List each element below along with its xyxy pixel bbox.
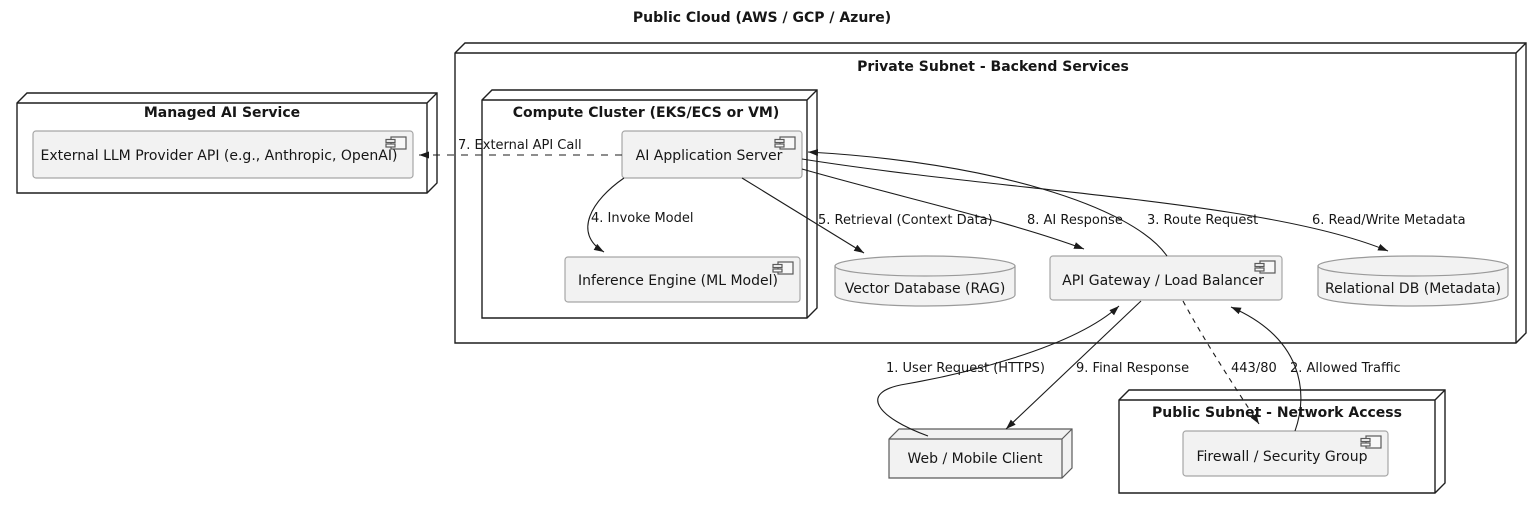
ai-app-server-label: AI Application Server: [636, 148, 783, 164]
edge-label-user-request: 1. User Request (HTTPS): [886, 361, 1045, 376]
relational-db-top: [1317, 255, 1509, 277]
web-client-box: [888, 428, 1073, 479]
inference-engine-label: Inference Engine (ML Model): [578, 273, 778, 289]
diagram-title: Public Cloud (AWS / GCP / Azure): [633, 10, 891, 26]
edge-label-invoke-model: 4. Invoke Model: [591, 211, 693, 226]
vector-db-cylinder: Vector Database (RAG): [834, 255, 1016, 307]
edge-port-rule: [1182, 300, 1260, 425]
ext-llm-label: External LLM Provider API (e.g., Anthrop…: [41, 148, 398, 164]
vector-db-top: [834, 255, 1016, 277]
edge-label-read-write-metadata: 6. Read/Write Metadata: [1312, 213, 1466, 228]
edge-label-ai-response: 8. AI Response: [1027, 213, 1123, 228]
edge-label-port-rule: 443/80: [1231, 361, 1277, 376]
ext-llm-box: [32, 130, 414, 179]
relational-db-cylinder: Relational DB (Metadata): [1317, 255, 1509, 307]
ai-app-server-component: AI Application Server: [621, 130, 803, 179]
managed-ai-title: Managed AI Service: [144, 105, 300, 121]
ext-llm-component: External LLM Provider API (e.g., Anthrop…: [32, 130, 414, 179]
edge-label-external-api-call: 7. External API Call: [458, 138, 582, 153]
edge-label-allowed-traffic: 2. Allowed Traffic: [1290, 361, 1401, 376]
inference-engine-box: [564, 256, 801, 303]
edge-final-response: [1005, 300, 1142, 430]
firewall-label: Firewall / Security Group: [1197, 449, 1368, 465]
private-subnet-box-edges: [455, 42, 1527, 343]
api-gateway-label: API Gateway / Load Balancer: [1062, 273, 1264, 289]
vector-db-label: Vector Database (RAG): [845, 281, 1006, 297]
firewall-box: [1182, 430, 1389, 477]
compute-cluster-box-edges: [482, 89, 818, 318]
relational-db-label: Relational DB (Metadata): [1325, 281, 1501, 297]
edge-retrieval: [741, 177, 865, 254]
edge-allowed-traffic: [1230, 306, 1302, 432]
managed-ai-box-edges: [17, 92, 438, 193]
edge-invoke-model: [587, 177, 625, 253]
compute-cluster-title: Compute Cluster (EKS/ECS or VM): [513, 105, 780, 121]
api-gateway-box: [1049, 255, 1283, 301]
web-client-box-edges: [889, 428, 1073, 478]
edge-read-write-metadata: [801, 158, 1389, 252]
public-subnet-box-edges: [1119, 389, 1446, 493]
vector-db-body: [834, 265, 1016, 307]
edge-label-retrieval: 5. Retrieval (Context Data): [818, 213, 993, 228]
api-gateway-component: API Gateway / Load Balancer: [1049, 255, 1283, 301]
edge-label-final-response: 9. Final Response: [1076, 361, 1189, 376]
web-client-node: Web / Mobile Client: [888, 428, 1073, 479]
edge-user-request: [877, 305, 1120, 437]
inference-engine-component: Inference Engine (ML Model): [564, 256, 801, 303]
edge-label-route-request: 3. Route Request: [1147, 213, 1258, 228]
relational-db-body: [1317, 265, 1509, 307]
edge-ai-response: [801, 168, 1085, 250]
firewall-component: Firewall / Security Group: [1182, 430, 1389, 477]
web-client-label: Web / Mobile Client: [907, 451, 1043, 467]
private-subnet-title: Private Subnet - Backend Services: [857, 59, 1129, 75]
public-subnet-title: Public Subnet - Network Access: [1152, 405, 1402, 421]
